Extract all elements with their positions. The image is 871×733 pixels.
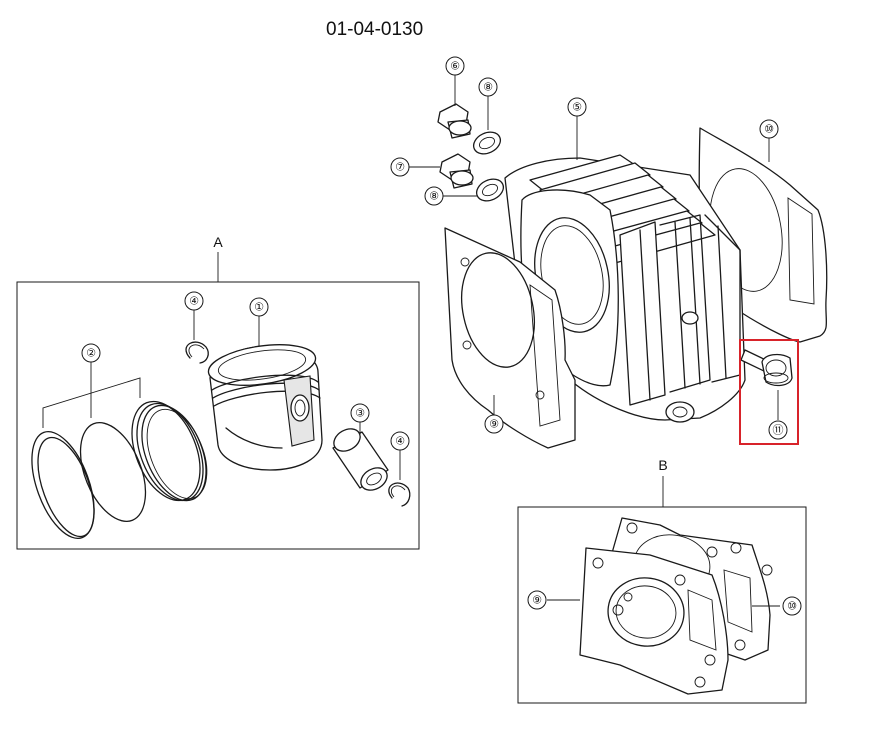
- callout-1[interactable]: ①: [249, 297, 269, 317]
- callout-9b[interactable]: ⑨: [527, 590, 547, 610]
- group-a-box: [16, 281, 420, 550]
- gasket-9-detail[interactable]: [579, 547, 729, 695]
- piston-pin[interactable]: [330, 424, 391, 494]
- callout-3-label: ③: [355, 407, 365, 420]
- callout-8b-label: ⑧: [429, 190, 439, 203]
- callout-9b-label: ⑨: [532, 594, 542, 607]
- circlip-2[interactable]: [388, 482, 411, 507]
- callout-4a-label: ④: [189, 295, 199, 308]
- callout-4b[interactable]: ④: [390, 431, 410, 451]
- callout-8a-label: ⑧: [483, 81, 493, 94]
- plug-6[interactable]: [437, 103, 472, 139]
- circlip-1[interactable]: [185, 341, 209, 364]
- callout-10b[interactable]: ⑩: [782, 596, 802, 616]
- cylinder-bolt[interactable]: [740, 349, 793, 387]
- group-b: B: [517, 457, 807, 704]
- callout-4a[interactable]: ④: [184, 291, 204, 311]
- callout-2[interactable]: ②: [81, 343, 101, 363]
- callout-6-label: ⑥: [450, 60, 460, 73]
- callout-8a[interactable]: ⑧: [478, 77, 498, 97]
- callout-9a-label: ⑨: [489, 418, 499, 431]
- gasket-9[interactable]: [444, 227, 576, 449]
- callout-2-label: ②: [86, 347, 96, 360]
- group-a: A: [16, 234, 420, 550]
- callout-10a[interactable]: ⑩: [759, 119, 779, 139]
- callout-7-label: ⑦: [395, 161, 405, 174]
- piston-rings[interactable]: [19, 392, 218, 547]
- group-b-label: B: [658, 457, 667, 473]
- callout-10a-label: ⑩: [764, 123, 774, 136]
- callout-5-label: ⑤: [572, 101, 582, 114]
- callout-10b-label: ⑩: [787, 600, 797, 613]
- diagram-title: 01-04-0130: [326, 19, 423, 40]
- callout-8b[interactable]: ⑧: [424, 186, 444, 206]
- highlight-box-part-11: [739, 339, 799, 445]
- callout-6[interactable]: ⑥: [445, 56, 465, 76]
- callout-11[interactable]: ⑪: [768, 420, 788, 440]
- callout-7[interactable]: ⑦: [390, 157, 410, 177]
- cylinder-assembly: [409, 74, 828, 449]
- callout-5[interactable]: ⑤: [567, 97, 587, 117]
- callout-3[interactable]: ③: [350, 403, 370, 423]
- callout-9a[interactable]: ⑨: [484, 414, 504, 434]
- callout-4b-label: ④: [395, 435, 405, 448]
- plug-7[interactable]: [439, 153, 474, 189]
- piston[interactable]: [206, 339, 323, 471]
- washer-8-bottom[interactable]: [473, 175, 507, 205]
- washer-8-top[interactable]: [470, 128, 504, 158]
- callout-11-label: ⑪: [773, 424, 784, 437]
- group-b-box: [517, 506, 807, 704]
- group-a-label: A: [213, 234, 223, 250]
- callout-1-label: ①: [254, 301, 264, 314]
